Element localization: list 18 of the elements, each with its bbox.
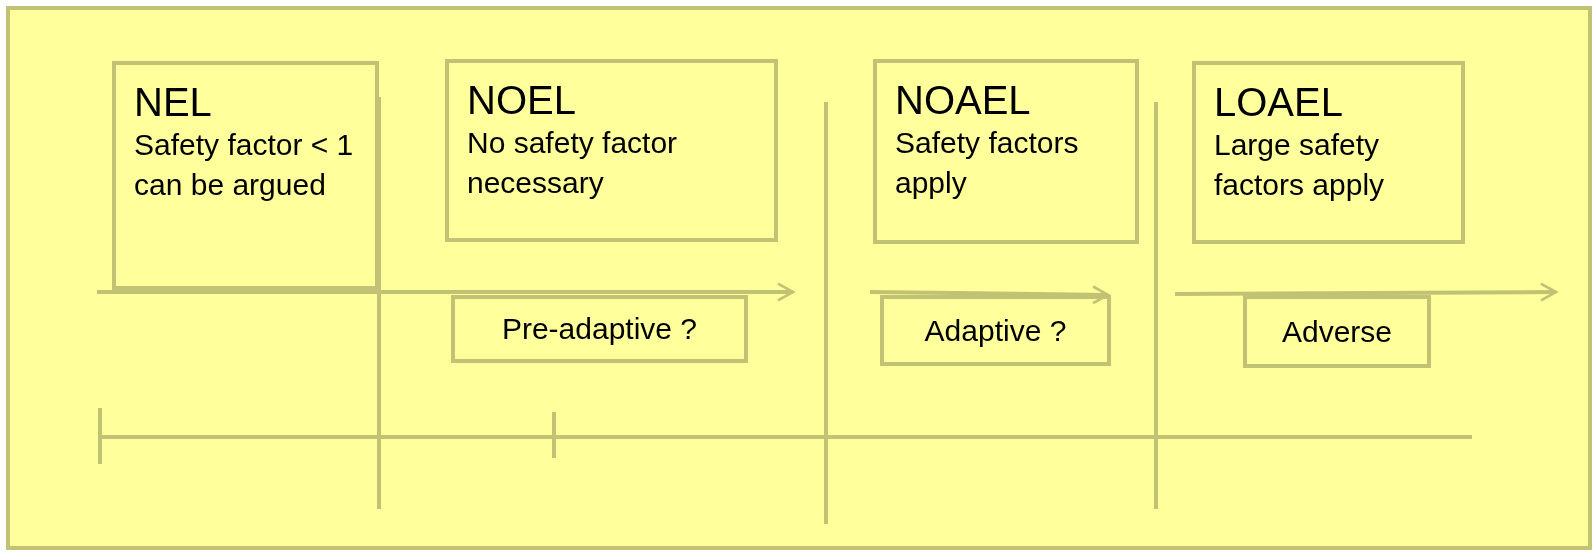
box-label: Pre-adaptive ? xyxy=(501,312,698,346)
label-box xyxy=(1243,295,1431,368)
level-box xyxy=(445,59,778,242)
label-box xyxy=(880,295,1111,366)
level-title: NEL xyxy=(134,79,213,125)
level-title: NOAEL xyxy=(895,77,1032,123)
level-description: Safety factor < 1 can be argued xyxy=(134,127,355,203)
label-box xyxy=(451,295,748,363)
level-box xyxy=(112,61,379,290)
box-label: Adaptive ? xyxy=(924,313,1067,348)
level-description: Safety factors apply xyxy=(895,125,1080,201)
level-box xyxy=(1192,61,1465,244)
level-box xyxy=(873,59,1139,244)
level-title: LOAEL xyxy=(1214,79,1344,125)
box-label: Adverse xyxy=(1281,314,1393,349)
level-title: NOEL xyxy=(467,77,577,123)
level-description: No safety factor necessary xyxy=(467,125,679,201)
level-description: Large safety factors apply xyxy=(1214,127,1386,203)
